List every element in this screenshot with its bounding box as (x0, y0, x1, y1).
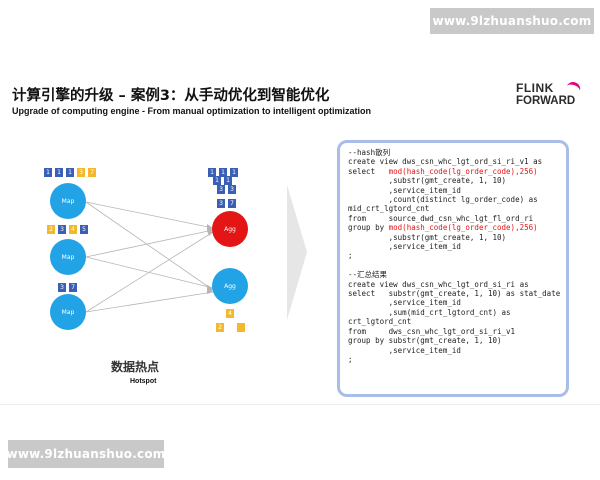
chevron-right-icon (287, 185, 307, 320)
edge-map2-agg1 (85, 229, 214, 258)
diagram-caption-cn: 数据热点 (111, 360, 160, 374)
code-line: ,service_item_id (348, 242, 558, 251)
code-line: group by substr(gmt_create, 1, 10) (348, 336, 558, 345)
watermark-top: www.9lzhuanshuo.com (430, 8, 594, 34)
code-text: ,substr(gmt_create, 1, 10) (348, 232, 507, 242)
agg-node-2: Agg (212, 268, 248, 304)
code-line: ,count(distinct lg_order_code) as (348, 195, 558, 204)
code-highlight: mod(hash_code(lg_order_code),256) (388, 223, 538, 233)
code-line: create view dws_csn_whc_lgt_ord_si_ri as (348, 280, 558, 289)
code-line: --汇总结果 (348, 270, 558, 279)
map-node-2: Map (50, 239, 86, 275)
code-line: from dws_csn_whc_lgt_ord_si_ri_v1 (348, 327, 558, 336)
record-square: 1 (230, 168, 238, 177)
code-text: ,substr(gmt_create, 1, 10) (348, 176, 507, 186)
record-square: 1 (213, 176, 221, 185)
record-square: 2 (47, 225, 55, 234)
code-line: mid_crt_lgtord_cnt (348, 204, 558, 213)
code-line: --hash散列 (348, 148, 558, 157)
code-text: mid_crt_lgtord_cnt (348, 204, 430, 214)
code-line: ,sum(mid_crt_lgtord_cnt) as (348, 308, 558, 317)
code-text: ,count(distinct lg_order_code) as (348, 195, 538, 205)
code-text: ,sum(mid_crt_lgtord_cnt) as (348, 307, 511, 317)
code-line: ,substr(gmt_create, 1, 10) (348, 176, 558, 185)
code-text: ,service_item_id (348, 298, 461, 308)
record-square: 1 (208, 168, 216, 177)
record-square: 1 (219, 168, 227, 177)
code-text: --汇总结果 (348, 270, 388, 280)
record-square: 7 (69, 283, 77, 292)
edge-map2-agg2 (85, 256, 214, 289)
code-line: ,service_item_id (348, 186, 558, 195)
slide-title: 计算引擎的升级 – 案例3：从手动优化到智能优化 (12, 88, 330, 104)
code-text: select substr(gmt_create, 1, 10) as stat… (348, 289, 561, 299)
code-line: create view dws_csn_whc_lgt_ord_si_ri_v1… (348, 157, 558, 166)
code-text: ; (348, 354, 353, 364)
flink-forward-logo: FLINK FORWARD (516, 80, 588, 112)
diagram-caption-en: Hotspot (130, 378, 157, 385)
record-square: 2 (216, 323, 224, 332)
code-text: --hash散列 (348, 148, 391, 157)
code-text: ,service_item_id (348, 345, 461, 355)
record-square: 1 (66, 168, 74, 177)
code-line: ,substr(gmt_create, 1, 10) (348, 233, 558, 242)
code-line (348, 261, 558, 270)
record-square: 4 (226, 309, 234, 318)
record-square: 5 (80, 225, 88, 234)
agg-node-hot: Agg (212, 211, 248, 247)
record-square: 7 (228, 199, 236, 208)
edge-map1-agg1 (85, 201, 214, 229)
code-highlight: mod(hash_code(lg_order_code),256) (388, 166, 538, 176)
logo-line-2: FORWARD (516, 95, 576, 107)
code-line: ; (348, 355, 558, 364)
record-square: 3 (58, 283, 66, 292)
record-square: 3 (228, 185, 236, 194)
record-square: 3 (58, 225, 66, 234)
record-square: 4 (69, 225, 77, 234)
map-node-1: Map (50, 183, 86, 219)
code-line: crt_lgtord_cnt (348, 317, 558, 326)
logo-line-1: FLINK (516, 81, 554, 95)
map-node-3: Map (50, 294, 86, 330)
code-line: select substr(gmt_create, 1, 10) as stat… (348, 289, 561, 299)
code-text: from source_dwd_csn_whc_lgt_fl_ord_ri (348, 213, 534, 223)
record-square: 3 (217, 199, 225, 208)
watermark-bottom: www.9lzhuanshuo.com (7, 440, 165, 468)
code-text: create view dws_csn_whc_lgt_ord_si_ri as (348, 279, 529, 289)
divider (0, 404, 600, 405)
code-line: ,service_item_id (348, 346, 558, 355)
code-text: group by (348, 223, 389, 233)
record-square: 7 (88, 168, 96, 177)
code-text: crt_lgtord_cnt (348, 317, 412, 327)
code-text: select (348, 166, 389, 176)
code-text: from dws_csn_whc_lgt_ord_si_ri_v1 (348, 326, 516, 336)
code-text: ; (348, 251, 353, 261)
record-square: 1 (224, 176, 232, 185)
code-line: ,service_item_id (348, 298, 558, 307)
edge-map3-agg1 (85, 231, 214, 313)
record-square: 3 (217, 185, 225, 194)
code-line: select mod(hash_code(lg_order_code),256) (348, 167, 558, 176)
record-square: 1 (55, 168, 63, 177)
code-line: from source_dwd_csn_whc_lgt_fl_ord_ri (348, 214, 558, 223)
code-line: ; (348, 251, 558, 260)
code-text: group by substr(gmt_create, 1, 10) (348, 336, 502, 346)
edge-map1-agg2 (85, 201, 214, 291)
record-square: 3 (77, 168, 85, 177)
slide-subtitle: Upgrade of computing engine - From manua… (12, 106, 371, 116)
code-text: create view dws_csn_whc_lgt_ord_si_ri_v1… (348, 157, 543, 167)
record-square (237, 323, 245, 332)
code-text: ,service_item_id (348, 185, 461, 195)
code-line: group by mod(hash_code(lg_order_code),25… (348, 223, 558, 232)
record-square: 1 (44, 168, 52, 177)
edge-map3-agg2 (85, 291, 214, 313)
code-text: ,service_item_id (348, 242, 461, 252)
